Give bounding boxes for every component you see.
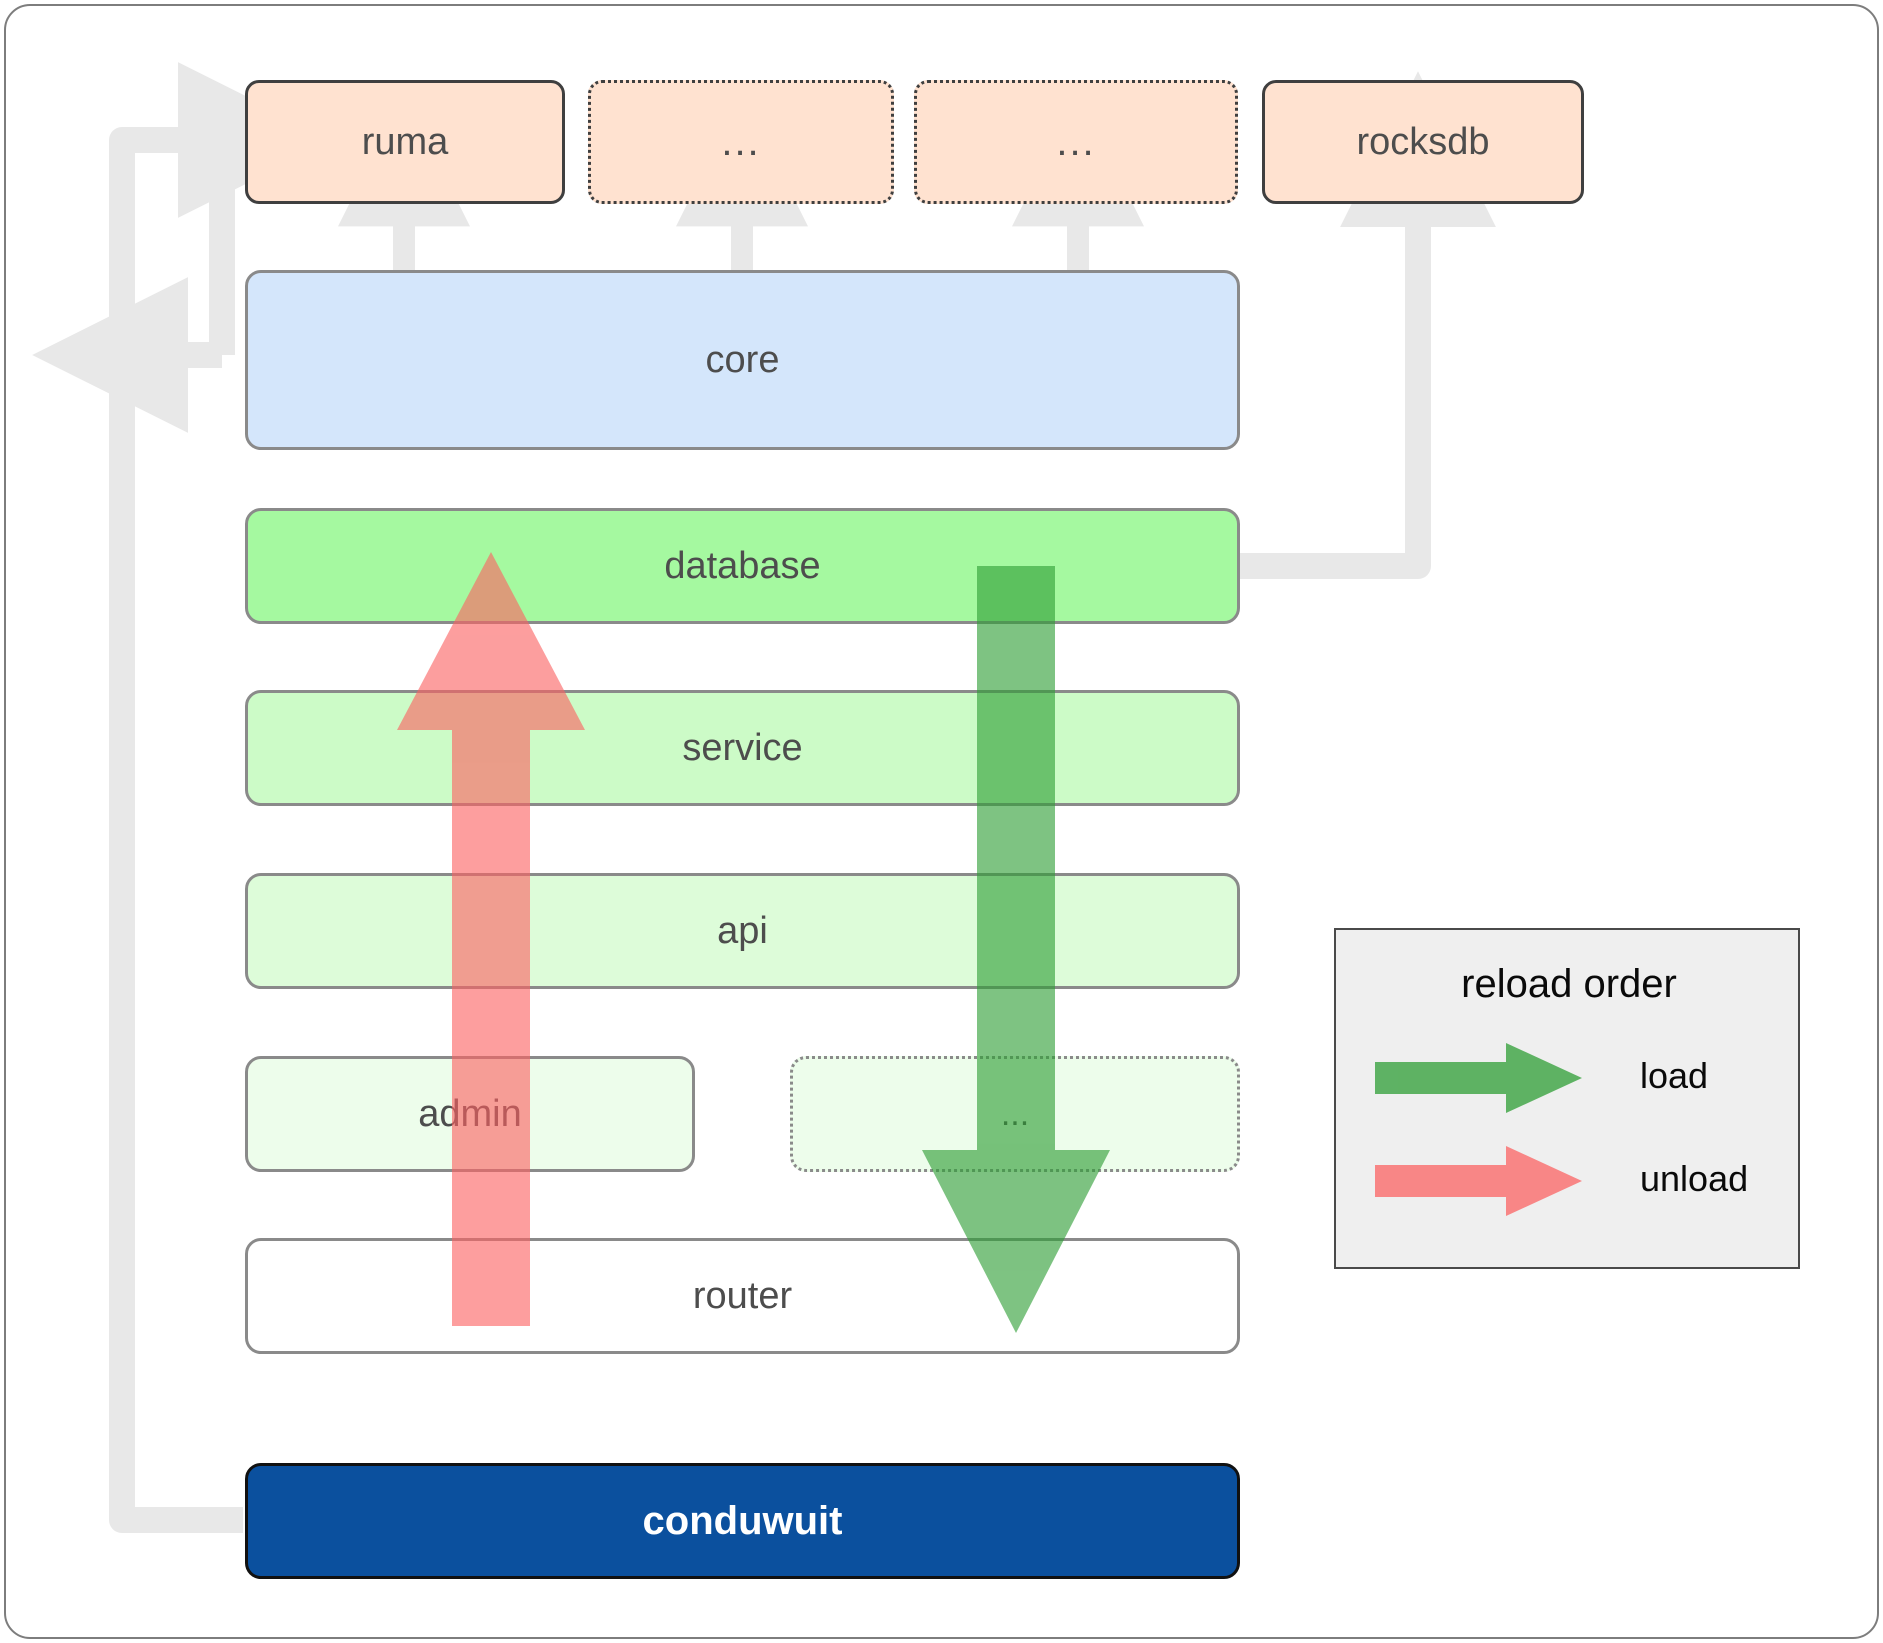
ellipsis-label: ... <box>1056 120 1096 164</box>
legend-label-load: load <box>1640 1055 1709 1096</box>
dependency-node-ruma[interactable]: ruma <box>245 80 565 204</box>
dependency-node-ellipsis-2[interactable]: ... <box>914 80 1238 204</box>
dependency-node-ellipsis-1[interactable]: ... <box>588 80 894 204</box>
crate-node-service[interactable]: service <box>245 690 1240 806</box>
legend-title: reload order <box>1461 962 1677 1006</box>
crate-label: core <box>705 338 780 381</box>
ellipsis-label: ... <box>721 120 761 164</box>
binary-label: conduwuit <box>642 1498 843 1543</box>
diagram-frame <box>4 4 1879 1639</box>
binary-node-conduwuit[interactable]: conduwuit <box>245 1463 1240 1579</box>
legend-label-unload: unload <box>1640 1158 1749 1199</box>
crate-node-ellipsis[interactable]: ... <box>790 1056 1240 1172</box>
crate-label: router <box>692 1274 793 1317</box>
crate-node-router[interactable]: router <box>245 1238 1240 1354</box>
crate-node-core[interactable]: core <box>245 270 1240 450</box>
crate-label: admin <box>418 1092 522 1135</box>
crate-label: service <box>682 726 803 769</box>
dependency-node-rocksdb[interactable]: rocksdb <box>1262 80 1584 204</box>
ellipsis-label: ... <box>1000 1094 1030 1133</box>
legend-panel: reload order <box>1334 928 1800 1269</box>
crate-node-database[interactable]: database <box>245 508 1240 624</box>
crate-label: api <box>717 909 768 952</box>
dependency-label: rocksdb <box>1356 120 1490 163</box>
dependency-label: ruma <box>361 120 449 163</box>
crate-node-admin[interactable]: admin <box>245 1056 695 1172</box>
crate-node-api[interactable]: api <box>245 873 1240 989</box>
crate-label: database <box>664 544 821 587</box>
